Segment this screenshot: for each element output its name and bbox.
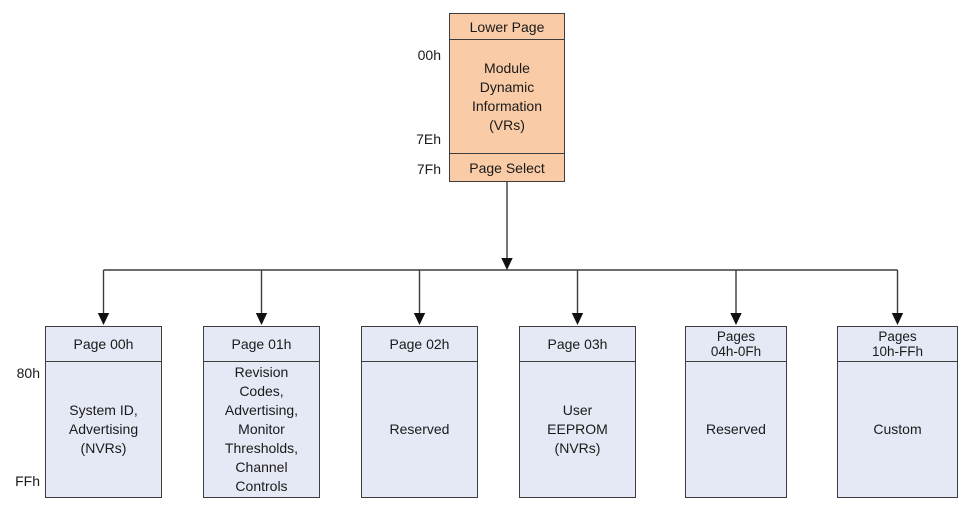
arrow-down-icon <box>97 313 110 325</box>
page-box-body: User EEPROM (NVRs) <box>547 402 608 456</box>
page-box-body: System ID, Advertising (NVRs) <box>68 402 139 456</box>
address-label-80h: 80h <box>16 365 40 381</box>
page-box-10h-ffh: Pages 10h-FFh Custom <box>837 326 958 498</box>
page-box-header: Page 03h <box>520 327 635 362</box>
address-label-ffh: FFh <box>15 473 40 489</box>
page-box-header: Page 01h <box>204 327 319 362</box>
page-box-header: Pages 10h-FFh <box>838 327 957 362</box>
address-label-00h: 00h <box>417 47 441 63</box>
page-box-00h: Page 00h System ID, Advertising (NVRs) <box>45 326 162 498</box>
page-box-body: Revision Codes, Advertising, Monitor Thr… <box>224 364 299 494</box>
arrow-down-icon <box>413 313 426 325</box>
arrow-down-icon <box>891 313 904 325</box>
page-box-02h: Page 02h Reserved <box>361 326 478 498</box>
lower-page-header: Lower Page <box>450 14 564 40</box>
address-label-7fh: 7Fh <box>416 161 441 177</box>
page-box-body: Reserved <box>706 421 766 437</box>
page-box-header: Page 00h <box>46 327 161 362</box>
arrow-down-icon <box>501 258 513 270</box>
address-label-7eh: 7Eh <box>416 131 441 147</box>
lower-page-body: Module Dynamic Information (VRs) <box>471 59 543 133</box>
page-select-row: Page Select <box>450 153 564 181</box>
arrow-down-icon <box>255 313 268 325</box>
page-box-04h-0fh: Pages 04h-0Fh Reserved <box>685 326 787 498</box>
page-box-01h: Page 01h Revision Codes, Advertising, Mo… <box>203 326 320 498</box>
page-box-header: Page 02h <box>362 327 477 362</box>
arrow-down-icon <box>571 313 584 325</box>
arrow-down-icon <box>730 313 742 325</box>
page-box-body: Custom <box>873 421 922 437</box>
page-box-body: Reserved <box>389 421 450 437</box>
lower-page-box: Lower Page Module Dynamic Information (V… <box>449 13 565 182</box>
page-box-header: Pages 04h-0Fh <box>686 327 786 362</box>
page-box-03h: Page 03h User EEPROM (NVRs) <box>519 326 636 498</box>
